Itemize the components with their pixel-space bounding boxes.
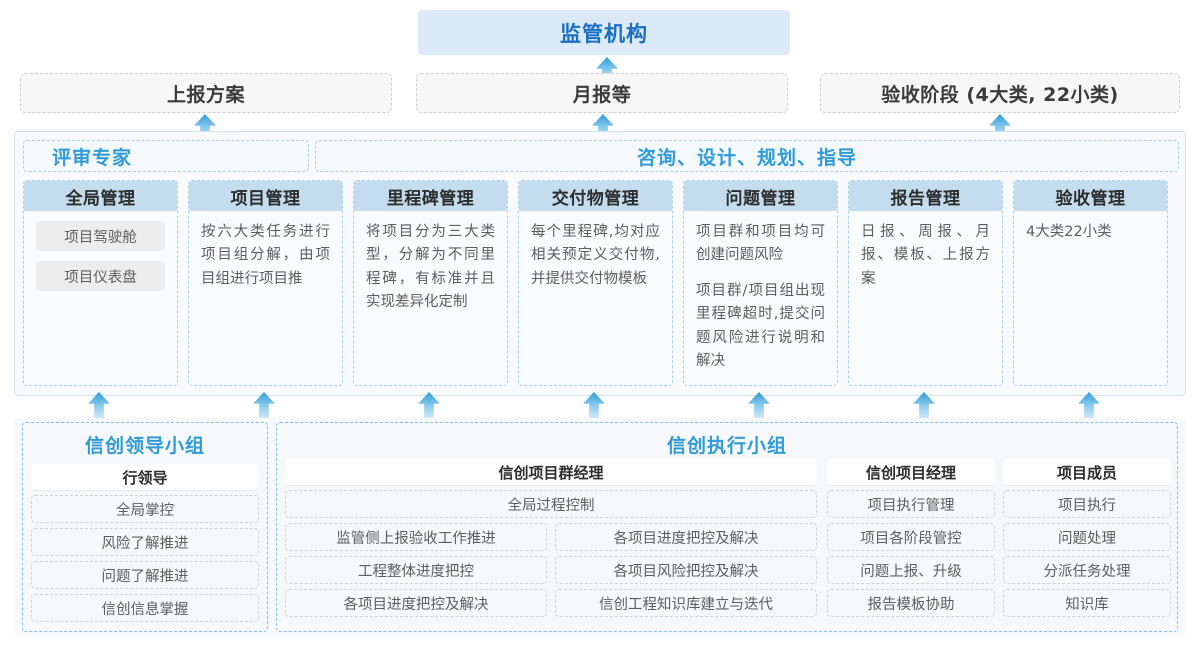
role-item[interactable]: 监管侧上报验收工作推进 [285, 523, 547, 551]
report-box-plan: 上报方案 [20, 73, 392, 113]
card-paragraph: 每个里程碑,均对应相关预定义交付物,并提供交付物模板 [531, 224, 660, 287]
role-item[interactable]: 分派任务处理 [1003, 556, 1171, 584]
band-review-experts-label: 评审专家 [52, 146, 133, 169]
role-item[interactable]: 项目执行 [1003, 490, 1171, 518]
card-acceptance-management[interactable]: 验收管理 4大类22小类 [1013, 180, 1168, 386]
role-head-project-member: 项目成员 [1003, 459, 1171, 485]
regulator-box: 监管机构 [418, 10, 790, 55]
role-item[interactable]: 各项目风险把控及解决 [555, 556, 817, 584]
col-project-manager: 信创项目经理 项目执行管理 项目各阶段管控 问题上报、升级 报告模板协助 [827, 459, 995, 617]
role-item[interactable]: 信创工程知识库建立与迭代 [555, 589, 817, 617]
card-title: 项目管理 [189, 181, 342, 211]
card-title: 问题管理 [684, 181, 837, 211]
card-paragraph: 4大类22小类 [1026, 224, 1112, 240]
role-item[interactable]: 各项目进度把控及解决 [285, 589, 547, 617]
role-item[interactable]: 报告模板协助 [827, 589, 995, 617]
card-global-management[interactable]: 全局管理 项目驾驶舱 项目仪表盘 [23, 180, 178, 386]
card-title: 交付物管理 [519, 181, 672, 211]
card-chip[interactable]: 项目仪表盘 [36, 261, 165, 291]
band-consulting: 咨询、设计、规划、指导 [315, 140, 1179, 172]
card-paragraph: 日报、周报、月报、模板、上报方案 [861, 224, 990, 287]
organization-panel: 信创领导小组 行领导 全局掌控 风险了解推进 问题了解推进 信创信息掌握 信创执… [14, 418, 1186, 636]
role-item[interactable]: 全局掌控 [31, 495, 259, 523]
role-item[interactable]: 问题上报、升级 [827, 556, 995, 584]
card-project-management[interactable]: 项目管理 按六大类任务进行项目组分解，由项目组进行项目推 [188, 180, 343, 386]
card-report-management[interactable]: 报告管理 日报、周报、月报、模板、上报方案 [848, 180, 1003, 386]
card-paragraph: 按六大类任务进行项目组分解，由项目组进行项目推 [201, 224, 330, 287]
role-item-global-process-control[interactable]: 全局过程控制 [285, 490, 817, 518]
col-project-member: 项目成员 项目执行 问题处理 分派任务处理 知识库 [1003, 459, 1171, 617]
band-consulting-label: 咨询、设计、规划、指导 [636, 146, 857, 169]
role-item[interactable]: 问题处理 [1003, 523, 1171, 551]
card-title: 全局管理 [24, 181, 177, 211]
card-chip[interactable]: 项目驾驶舱 [36, 221, 165, 251]
card-paragraph: 项目群和项目均可创建问题风险 [696, 224, 825, 264]
capability-panel: 评审专家 咨询、设计、规划、指导 全局管理 项目驾驶舱 项目仪表盘 项目管理 按… [14, 131, 1186, 396]
col-program-manager: 信创项目群经理 全局过程控制 监管侧上报验收工作推进 工程整体进度把控 各项目进… [285, 459, 817, 617]
report-box-acceptance: 验收阶段 (4大类, 22小类) [820, 73, 1180, 113]
role-item[interactable]: 知识库 [1003, 589, 1171, 617]
card-title: 里程碑管理 [354, 181, 507, 211]
card-paragraph: 将项目分为三大类型，分解为不同里程碑，有标准并且实现差异化定制 [366, 224, 495, 311]
group-leading-title: 信创领导小组 [84, 435, 205, 457]
role-head-project-manager: 信创项目经理 [827, 459, 995, 485]
report-box-monthly: 月报等 [416, 73, 788, 113]
card-title: 报告管理 [849, 181, 1002, 211]
role-item[interactable]: 项目各阶段管控 [827, 523, 995, 551]
role-item[interactable]: 各项目进度把控及解决 [555, 523, 817, 551]
band-review-experts: 评审专家 [23, 140, 309, 172]
role-item[interactable]: 信创信息掌握 [31, 594, 259, 622]
group-execution-title: 信创执行小组 [666, 435, 787, 457]
role-item[interactable]: 项目执行管理 [827, 490, 995, 518]
card-issue-management[interactable]: 问题管理 项目群和项目均可创建问题风险 项目群/项目组出现里程碑超时,提交问题风… [683, 180, 838, 386]
role-head-program-manager: 信创项目群经理 [285, 459, 817, 485]
card-title: 验收管理 [1014, 181, 1167, 211]
role-item[interactable]: 问题了解推进 [31, 561, 259, 589]
role-item[interactable]: 风险了解推进 [31, 528, 259, 556]
card-paragraph: 项目群/项目组出现里程碑超时,提交问题风险进行说明和解决 [696, 282, 825, 370]
group-execution: 信创执行小组 信创项目群经理 全局过程控制 监管侧上报验收工作推进 工程整体进度… [276, 422, 1178, 632]
role-head-bank-leader: 行领导 [31, 464, 259, 490]
role-item[interactable]: 工程整体进度把控 [285, 556, 547, 584]
card-deliverable-management[interactable]: 交付物管理 每个里程碑,均对应相关预定义交付物,并提供交付物模板 [518, 180, 673, 386]
group-leading: 信创领导小组 行领导 全局掌控 风险了解推进 问题了解推进 信创信息掌握 [22, 422, 268, 632]
card-milestone-management[interactable]: 里程碑管理 将项目分为三大类型，分解为不同里程碑，有标准并且实现差异化定制 [353, 180, 508, 386]
